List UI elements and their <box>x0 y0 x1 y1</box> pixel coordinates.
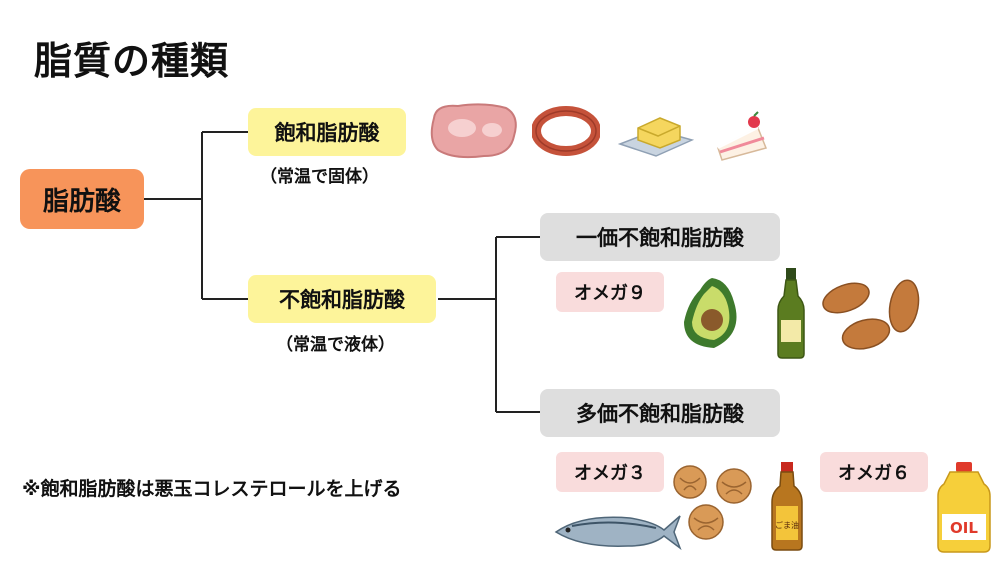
footnote: ※飽和脂肪酸は悪玉コレステロールを上げる <box>22 478 402 500</box>
saturated-fatty-acid-box: 飽和脂肪酸 <box>248 108 406 156</box>
meat-icon <box>430 103 517 159</box>
omega6-badge: オメガ６ <box>820 452 928 492</box>
butter-icon <box>617 117 694 157</box>
page-title: 脂質の種類 <box>34 39 230 83</box>
oil-jug-icon: OIL <box>937 462 991 553</box>
unsaturated-state-note: （常温で液体） <box>276 335 395 355</box>
shortcake-icon <box>717 111 768 161</box>
monounsaturated-box: 一価不飽和脂肪酸 <box>540 213 780 261</box>
polyunsaturated-box: 多価不飽和脂肪酸 <box>540 389 780 437</box>
oil-label: OIL <box>950 519 978 537</box>
unsaturated-fatty-acid-box: 不飽和脂肪酸 <box>248 275 436 323</box>
walnuts-icon <box>673 465 752 540</box>
omega9-badge: オメガ９ <box>556 272 664 312</box>
sesame-oil-label: ごま油 <box>775 520 799 530</box>
fatty-acid-root: 脂肪酸 <box>20 169 144 229</box>
avocado-icon <box>684 278 737 348</box>
olive-oil-bottle-icon <box>777 268 805 359</box>
omega3-badge: オメガ３ <box>556 452 664 492</box>
sesame-oil-bottle-icon: ごま油 <box>771 462 803 551</box>
saturated-state-note: （常温で固体） <box>260 167 379 187</box>
almonds-icon <box>822 279 920 350</box>
mackerel-fish-icon <box>554 515 682 551</box>
sausage-icon <box>532 106 600 156</box>
